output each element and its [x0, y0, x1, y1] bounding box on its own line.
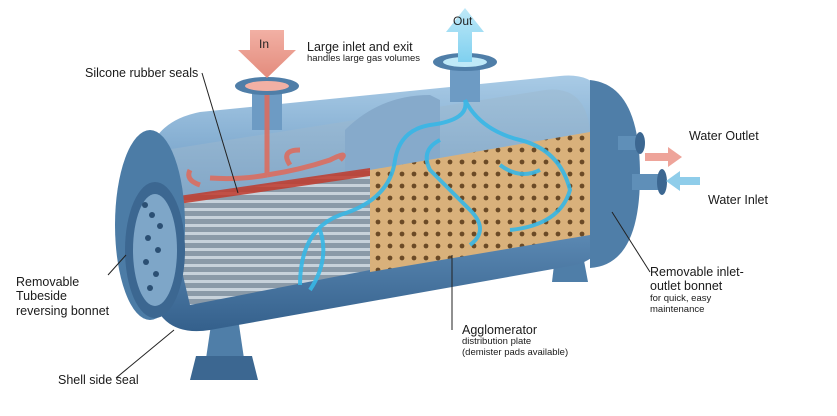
tubeside-bonnet-callout: Removable Tubeside reversing bonnet: [16, 275, 109, 318]
shell-side-seal-label: Shell side seal: [58, 373, 139, 387]
silicone-seals-label: Silcone rubber seals: [85, 66, 199, 80]
left-end-cap: [115, 130, 185, 320]
water-inlet-label: Water Inlet: [708, 193, 768, 207]
leader-lines: [107, 72, 651, 379]
inlet-outlet-bonnet-callout: Removable inlet- outlet bonnet for quick…: [650, 265, 744, 316]
in-arrow: [238, 30, 296, 78]
cold-gas-flow: [298, 99, 573, 292]
water-inlet-callout: Water Inlet: [708, 193, 768, 207]
large-inlet-subtitle: handles large gas volumes: [307, 53, 421, 65]
large-inlet-callout: Large inlet and exit handles large gas v…: [307, 40, 420, 65]
tubeside-bonnet-line-1: Removable: [16, 275, 80, 289]
inlet-outlet-bonnet-line-1: Removable inlet-: [650, 265, 744, 279]
agglomerator-subtitle-1: distribution plate: [462, 336, 532, 348]
in-label: In: [259, 37, 270, 51]
agglomerator-callout: Agglomerator distribution plate (demiste…: [462, 323, 568, 359]
tubeside-bonnet-line-3: reversing bonnet: [16, 303, 110, 318]
out-label: Out: [453, 14, 473, 28]
tubeside-bonnet-line-2: Tubeside: [16, 289, 67, 304]
large-inlet-title: Large inlet and exit: [307, 40, 413, 54]
water-outlet-callout: Water Outlet: [689, 129, 759, 143]
agglomerator-subtitle-2: (demister pads available): [462, 347, 569, 359]
agglomerator-plate: [370, 132, 590, 272]
inlet-outlet-bonnet-line-4: maintenance: [650, 303, 705, 315]
inlet-outlet-bonnet-line-3: for quick, easy: [650, 292, 712, 304]
agglomerator-title: Agglomerator: [462, 323, 538, 337]
outlet-nozzle: [433, 53, 497, 102]
right-end-cap: [590, 80, 667, 268]
silicone-seals-callout: Silcone rubber seals: [85, 66, 198, 80]
water-outlet-arrow: [645, 147, 682, 167]
water-inlet-arrow: [666, 171, 700, 191]
water-outlet-label: Water Outlet: [689, 129, 759, 143]
inlet-outlet-bonnet-line-2: outlet bonnet: [650, 279, 723, 294]
hot-gas-flow: [186, 95, 346, 188]
shell-side-seal-callout: Shell side seal: [58, 373, 139, 387]
out-arrow: [446, 8, 484, 62]
